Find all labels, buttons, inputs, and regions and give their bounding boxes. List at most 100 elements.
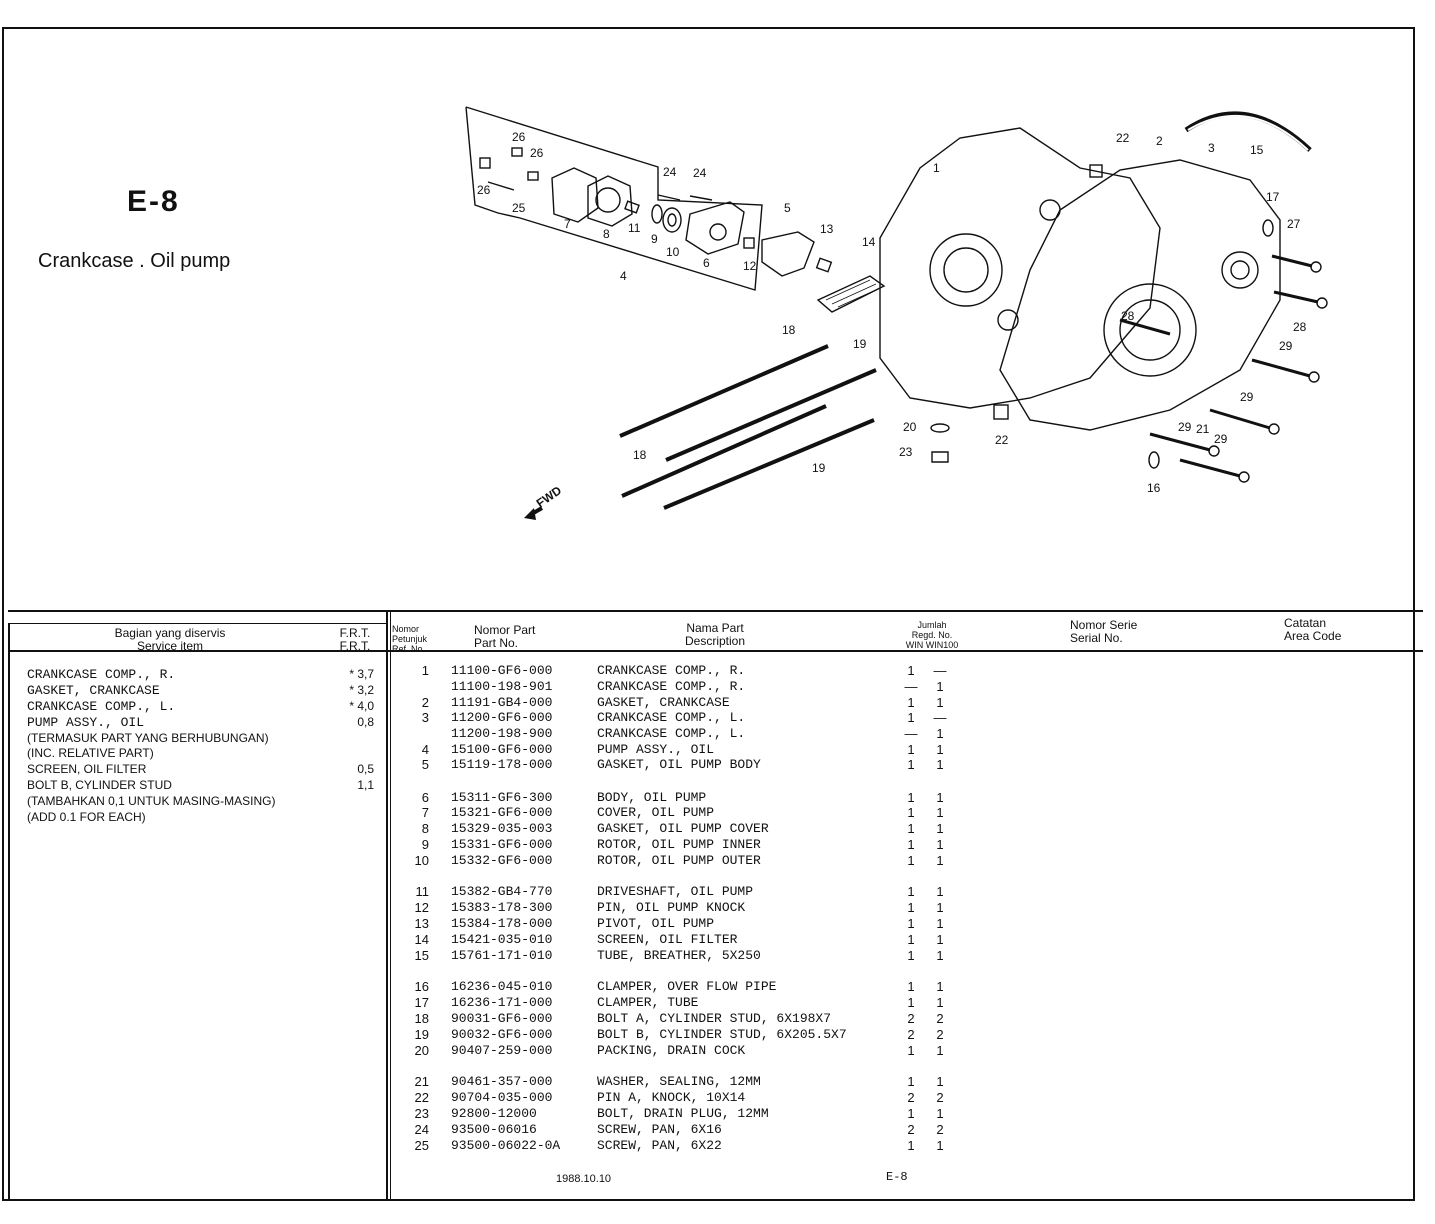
qty-header-l1: Jumlah bbox=[917, 620, 947, 630]
ref-no: 20 bbox=[414, 1043, 429, 1058]
description: PIVOT, OIL PUMP bbox=[597, 916, 715, 931]
description: ROTOR, OIL PUMP OUTER bbox=[597, 853, 761, 868]
table-left-rule bbox=[8, 623, 10, 1201]
service-item-frt: 1,1 bbox=[357, 778, 374, 792]
area-code-header-l1: Catatan bbox=[1284, 616, 1327, 630]
callout-28b: 28 bbox=[1293, 320, 1307, 334]
qty-win: 2 bbox=[907, 1090, 915, 1105]
table-divider-2 bbox=[390, 612, 391, 1201]
part-no: 15332-GF6-000 bbox=[451, 853, 553, 868]
callout-1: 1 bbox=[933, 161, 940, 175]
ref-no: 19 bbox=[414, 1027, 429, 1042]
footer-date: 1988.10.10 bbox=[556, 1173, 612, 1185]
description-header-l1: Nama Part bbox=[686, 621, 744, 635]
qty-win100: 1 bbox=[936, 884, 944, 899]
service-item-frt: 0,8 bbox=[357, 715, 374, 729]
qty-win100: 1 bbox=[936, 695, 944, 710]
qty-win: 1 bbox=[907, 948, 915, 963]
qty-header: Jumlah Regd. No. WIN WIN100 bbox=[890, 620, 974, 650]
qty-win: 1 bbox=[907, 837, 915, 852]
qty-win: 1 bbox=[907, 790, 915, 805]
callout-8: 8 bbox=[603, 227, 610, 241]
service-item-header: Bagian yang diservis Service item bbox=[40, 627, 300, 653]
stud-19b bbox=[663, 418, 875, 510]
qty-win100: 1 bbox=[936, 742, 944, 757]
callout-18a: 18 bbox=[782, 323, 796, 337]
ref-no: 7 bbox=[421, 805, 429, 820]
qty-win: 2 bbox=[907, 1027, 915, 1042]
callout-15: 15 bbox=[1250, 143, 1264, 157]
service-item: (TAMBAHKAN 0,1 UNTUK MASING-MASING) bbox=[27, 794, 276, 808]
qty-win100: 1 bbox=[936, 790, 944, 805]
qty-win100: 1 bbox=[936, 979, 944, 994]
frt-header-en: F.R.T. bbox=[339, 639, 371, 653]
qty-win: 1 bbox=[907, 1138, 915, 1153]
part-no: 90032-GF6-000 bbox=[451, 1027, 553, 1042]
ref-no: 24 bbox=[414, 1122, 429, 1137]
callout-26c: 26 bbox=[477, 183, 491, 197]
ref-no: 13 bbox=[414, 916, 429, 931]
qty-win: 1 bbox=[907, 853, 915, 868]
service-item: (INC. RELATIVE PART) bbox=[27, 746, 154, 760]
description: PIN, OIL PUMP KNOCK bbox=[597, 900, 746, 915]
qty-win100: 1 bbox=[936, 916, 944, 931]
qty-win100: 1 bbox=[936, 1074, 944, 1089]
qty-win: 1 bbox=[907, 821, 915, 836]
ref-no: 4 bbox=[421, 742, 429, 757]
callout-12: 12 bbox=[743, 259, 757, 273]
section-title: Crankcase . Oil pump bbox=[38, 250, 231, 272]
ref-no: 17 bbox=[414, 995, 429, 1010]
callout-18b: 18 bbox=[633, 448, 647, 462]
callout-29d: 29 bbox=[1214, 432, 1228, 446]
qty-win: 1 bbox=[907, 663, 915, 678]
stud-19a bbox=[665, 368, 877, 462]
qty-win100: 1 bbox=[936, 726, 944, 741]
qty-win100: — bbox=[933, 710, 947, 725]
part-no: 90704-035-000 bbox=[451, 1090, 553, 1105]
qty-header-l2: Regd. No. bbox=[911, 630, 953, 640]
part-no: 15382-GB4-770 bbox=[451, 884, 553, 899]
description: SCREEN, OIL FILTER bbox=[597, 932, 738, 947]
part-no: 15311-GF6-300 bbox=[451, 790, 553, 805]
service-item: CRANKCASE COMP., L. bbox=[27, 699, 176, 714]
qty-win: 2 bbox=[907, 1011, 915, 1026]
qty-win: 1 bbox=[907, 710, 915, 725]
callout-22b: 22 bbox=[995, 433, 1009, 447]
service-item: SCREEN, OIL FILTER bbox=[27, 762, 147, 776]
callout-19b: 19 bbox=[812, 461, 826, 475]
callout-24a: 24 bbox=[663, 165, 677, 179]
part-no: 15761-171-010 bbox=[451, 948, 553, 963]
description: BODY, OIL PUMP bbox=[597, 790, 707, 805]
service-item-header-en: Service item bbox=[136, 639, 204, 653]
callout-23: 23 bbox=[899, 445, 913, 459]
part-no: 11100-GF6-000 bbox=[451, 663, 553, 678]
part-no: 15421-035-010 bbox=[451, 932, 553, 947]
qty-win: 2 bbox=[907, 1122, 915, 1137]
stud-18b bbox=[621, 404, 827, 498]
area-code-header: Catatan Area Code bbox=[1284, 617, 1364, 643]
description: ROTOR, OIL PUMP INNER bbox=[597, 837, 761, 852]
part-no: 15100-GF6-000 bbox=[451, 742, 553, 757]
callout-28a: 28 bbox=[1121, 309, 1135, 323]
qty-win: 1 bbox=[907, 932, 915, 947]
service-item: (ADD 0.1 FOR EACH) bbox=[27, 810, 146, 824]
part-no: 16236-171-000 bbox=[451, 995, 553, 1010]
callout-29a: 29 bbox=[1279, 339, 1293, 353]
callout-7: 7 bbox=[564, 217, 571, 231]
qty-win100: 1 bbox=[936, 1106, 944, 1121]
table-top-rule-inner bbox=[8, 623, 388, 624]
pump-body bbox=[685, 201, 745, 255]
table-divider bbox=[386, 612, 388, 1201]
callout-20: 20 bbox=[903, 420, 917, 434]
service-item-frt: 0,5 bbox=[357, 762, 374, 776]
qty-win100: 2 bbox=[936, 1027, 944, 1042]
qty-header-l3: WIN WIN100 bbox=[905, 640, 959, 650]
fwd-label: FWD bbox=[534, 483, 565, 510]
qty-win: 1 bbox=[907, 742, 915, 757]
ref-no: 9 bbox=[421, 837, 429, 852]
qty-win: 1 bbox=[907, 1074, 915, 1089]
description: BOLT A, CYLINDER STUD, 6X198X7 bbox=[597, 1011, 832, 1026]
part-no-header-l2: Part No. bbox=[474, 636, 519, 650]
description-header-l2: Description bbox=[684, 634, 746, 648]
ref-no: 18 bbox=[414, 1011, 429, 1026]
